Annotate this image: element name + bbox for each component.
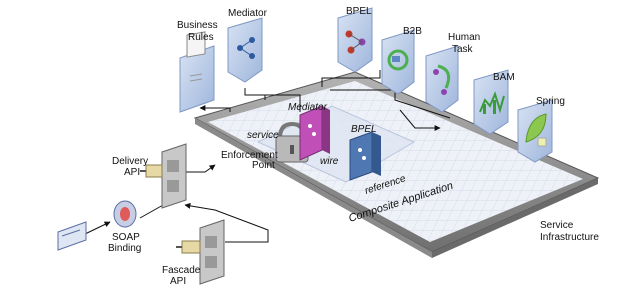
- label-fascade-api-2: API: [170, 276, 186, 287]
- label-b2b: B2B: [403, 26, 422, 37]
- human-task-tile: [425, 45, 459, 113]
- label-service: service: [247, 130, 279, 141]
- spring-tile: [517, 99, 553, 163]
- business-rules-tile: [179, 31, 215, 113]
- label-wire: wire: [320, 156, 339, 167]
- label-service-infrastructure-1: Service: [540, 220, 574, 231]
- client-window-icon: [57, 221, 87, 251]
- mediator-component-box: [299, 105, 330, 161]
- fascade-api-outlet-icon: [176, 219, 225, 285]
- label-soap-binding-2: Binding: [108, 243, 141, 254]
- label-business-rules-2: Rules: [188, 32, 214, 43]
- bpel-top-tile: [337, 7, 373, 73]
- label-fascade-api-1: Fascade: [162, 265, 201, 276]
- label-bpel-top: BPEL: [346, 6, 372, 17]
- label-soap-binding-1: SOAP: [112, 232, 140, 243]
- label-business-rules-1: Business: [177, 20, 218, 31]
- label-human-task-2: Task: [452, 44, 474, 55]
- soap-binding-icon: [113, 200, 137, 228]
- b2b-tile: [381, 29, 415, 95]
- label-enforcement-point-1: Enforcement: [221, 150, 278, 161]
- label-delivery-api-1: Delivery: [112, 156, 148, 167]
- label-mediator-inner: Mediator: [288, 102, 328, 113]
- bam-tile: [473, 69, 509, 135]
- bpel-component-box: [349, 131, 381, 181]
- delivery-api-outlet-icon: [140, 143, 187, 209]
- label-delivery-api-2: API: [124, 167, 140, 178]
- label-spring: Spring: [536, 96, 565, 107]
- label-bam: BAM: [493, 72, 515, 83]
- label-service-infrastructure-2: Infrastructure: [540, 232, 599, 243]
- label-bpel-inner: BPEL: [351, 124, 377, 135]
- label-mediator-top: Mediator: [228, 8, 268, 19]
- mediator-top-tile: [227, 17, 263, 83]
- label-human-task-1: Human: [448, 32, 480, 43]
- label-enforcement-point-2: Point: [252, 160, 275, 171]
